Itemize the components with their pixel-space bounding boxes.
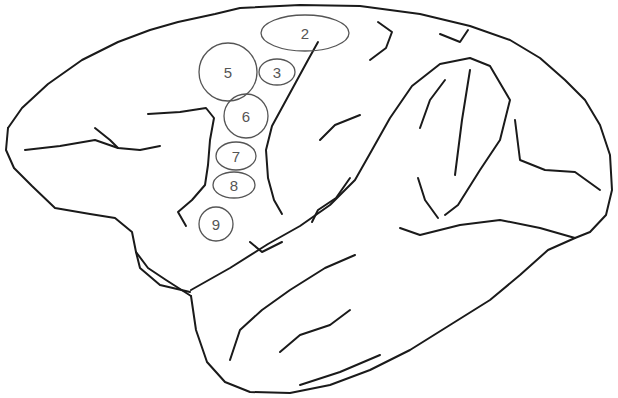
area-number: 7 — [232, 149, 240, 164]
area-circle: 5 — [198, 42, 258, 102]
area-number: 5 — [224, 65, 232, 80]
area-circle: 9 — [198, 206, 234, 242]
area-circle: 6 — [223, 93, 269, 139]
area-circle: 7 — [215, 141, 257, 171]
area-circle: 2 — [260, 14, 350, 52]
area-circle: 8 — [212, 171, 256, 199]
area-number: 8 — [230, 178, 238, 193]
area-number: 9 — [212, 217, 220, 232]
area-number: 3 — [273, 65, 281, 80]
area-number: 2 — [301, 26, 309, 41]
area-number: 6 — [242, 109, 250, 124]
area-circle: 3 — [258, 58, 296, 86]
